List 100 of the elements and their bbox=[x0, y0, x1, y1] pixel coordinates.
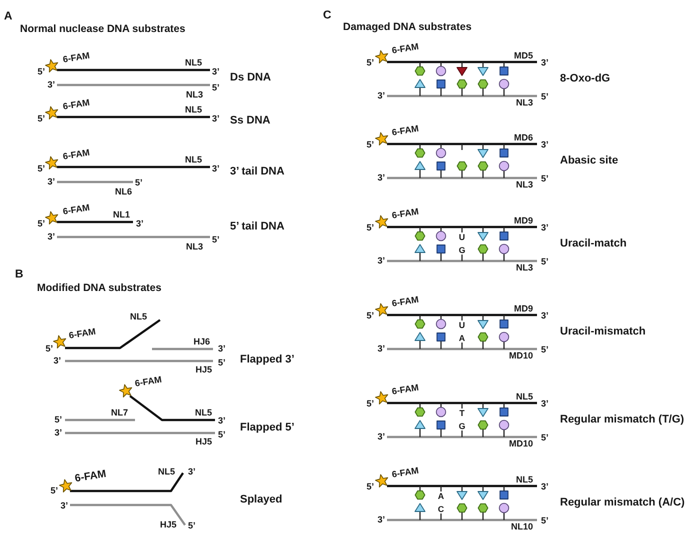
strand-end-label: 3’ bbox=[47, 178, 55, 186]
strand-name: NL3 bbox=[516, 98, 533, 108]
strand-end-label: 5’ bbox=[541, 516, 549, 526]
strand-end-label: 5’ bbox=[366, 482, 374, 492]
base-letter: A bbox=[458, 333, 466, 342]
fluorophore-label: 6-FAM bbox=[391, 295, 420, 308]
fluorophore-label: 6-FAM bbox=[391, 42, 420, 56]
strand-end-label: 3’ bbox=[377, 92, 385, 100]
strand-end-label: 3’ bbox=[541, 140, 549, 150]
substrate-name: Flapped 3’ bbox=[240, 354, 294, 366]
strand-name: NL10 bbox=[510, 522, 533, 532]
strand-name: NL5 bbox=[194, 408, 212, 418]
substrate-name: Regular mismatch (T/G) bbox=[560, 414, 684, 426]
substrate-name: Abasic site bbox=[560, 156, 618, 166]
strand-end-label: 5’ bbox=[54, 416, 62, 424]
strand-name: NL5 bbox=[184, 58, 202, 68]
strand-end-label: 5’ bbox=[188, 522, 196, 530]
strand-end-label: 3’ bbox=[212, 68, 220, 76]
strand-end-label: 5’ bbox=[541, 434, 549, 442]
strand-end-label: 3’ bbox=[47, 80, 55, 90]
strand-name: NL5 bbox=[516, 392, 533, 402]
strand-end-label: 5’ bbox=[541, 346, 549, 354]
strand-end-label: 3’ bbox=[541, 312, 549, 320]
strand-end-label: 3’ bbox=[377, 344, 385, 354]
fluorophore-label: 6-FAM bbox=[391, 383, 420, 396]
strand-name: NL1 bbox=[112, 210, 130, 220]
substrate-name: Ds DNA bbox=[230, 72, 271, 84]
strand-end-label: 5’ bbox=[366, 224, 374, 232]
strand-name: HJ5 bbox=[160, 520, 177, 530]
strand-name: NL3 bbox=[186, 90, 203, 100]
strand-end-label: 5’ bbox=[37, 164, 45, 174]
strand-end-label: 5’ bbox=[218, 430, 226, 440]
panel-heading: Modified DNA substrates bbox=[37, 282, 162, 294]
strand-end-label: 3’ bbox=[53, 356, 61, 366]
fluorophore-label: 6-FAM bbox=[74, 468, 107, 484]
strand-name: MD9 bbox=[514, 304, 533, 314]
panel-heading: Normal nuclease DNA substrates bbox=[20, 24, 186, 34]
strand-end-label: 5’ bbox=[541, 92, 549, 102]
strand-end-label: 3’ bbox=[541, 482, 549, 492]
strand-end-label: 3’ bbox=[377, 256, 385, 266]
fluorophore-label: 6-FAM bbox=[134, 375, 162, 388]
panel-letter: A bbox=[4, 11, 12, 23]
strand-end-label: 3’ bbox=[377, 174, 385, 182]
strand-end-label: 5’ bbox=[37, 114, 45, 124]
strand-name: NL3 bbox=[516, 180, 533, 190]
substrate-name: Uracil-match bbox=[560, 238, 627, 250]
strand-end-label: 3’ bbox=[218, 416, 226, 426]
strand-end-label: 5’ bbox=[366, 58, 374, 68]
strand-end-label: 5’ bbox=[135, 178, 143, 188]
strand-end-label: 3’ bbox=[377, 516, 385, 524]
panel-letter: B bbox=[15, 269, 24, 281]
base-letter: G bbox=[458, 421, 466, 430]
strand-name: NL7 bbox=[110, 408, 128, 418]
strand-name: MD9 bbox=[514, 216, 533, 226]
substrate-name: Uracil-mismatch bbox=[560, 326, 646, 338]
strand-end-label: 3’ bbox=[541, 58, 549, 68]
strand-end-label: 3’ bbox=[47, 232, 55, 242]
strand-end-label: 5’ bbox=[45, 344, 53, 354]
strand-name: MD6 bbox=[514, 134, 533, 142]
strand-end-label: 5’ bbox=[212, 236, 220, 244]
strand-end-label: 3’ bbox=[212, 164, 220, 174]
base-letter: C bbox=[438, 504, 444, 513]
strand-end-label: 5’ bbox=[541, 174, 549, 184]
strand-name: NL3 bbox=[186, 242, 203, 252]
substrate-name: Splayed bbox=[240, 494, 282, 506]
substrate-name: Ss DNA bbox=[230, 116, 270, 126]
panel-letter: C bbox=[323, 10, 332, 22]
strand-name: HJ5 bbox=[195, 438, 212, 446]
fluorophore-label: 6-FAM bbox=[391, 124, 420, 138]
fluorophore-label: 6-FAM bbox=[68, 327, 96, 340]
strand-end-label: 3’ bbox=[218, 344, 226, 354]
strand-end-label: 3’ bbox=[136, 220, 144, 228]
panel-heading: Damaged DNA substrates bbox=[343, 22, 472, 32]
fluorophore-label: 6-FAM bbox=[62, 203, 90, 216]
strand-name: HJ6 bbox=[193, 338, 210, 346]
strand-end-label: 3’ bbox=[541, 400, 549, 408]
base-letter: A bbox=[438, 492, 444, 500]
base-letter: T bbox=[459, 408, 465, 418]
substrate-name: Flapped 5’ bbox=[240, 422, 294, 434]
strand-end-label: 5’ bbox=[37, 68, 45, 76]
strand-end-label: 3’ bbox=[188, 468, 196, 476]
strand-end-label: 5’ bbox=[366, 140, 374, 150]
strand-end-label: 5’ bbox=[212, 84, 220, 92]
strand-end-label: 5’ bbox=[366, 400, 374, 408]
strand-name: NL5 bbox=[516, 476, 533, 484]
strand-name: MD5 bbox=[514, 52, 533, 60]
strand-name: NL3 bbox=[516, 264, 533, 272]
strand-end-label: 3’ bbox=[54, 428, 62, 438]
strand-name: HJ5 bbox=[195, 366, 212, 374]
strand-name: NL5 bbox=[130, 312, 148, 322]
fluorophore-label: 6-FAM bbox=[62, 51, 90, 64]
strand-name: NL5 bbox=[184, 106, 202, 114]
fluorophore-label: 6-FAM bbox=[62, 148, 90, 162]
strand-end-label: 5’ bbox=[50, 486, 58, 496]
strand-name: NL6 bbox=[114, 188, 132, 196]
substrate-name: 8-Oxo-dG bbox=[560, 74, 610, 84]
strand-name: NL5 bbox=[184, 156, 202, 164]
base-letter: G bbox=[458, 245, 466, 254]
strand-name: MD10 bbox=[508, 352, 533, 360]
base-letter: U bbox=[458, 232, 466, 242]
